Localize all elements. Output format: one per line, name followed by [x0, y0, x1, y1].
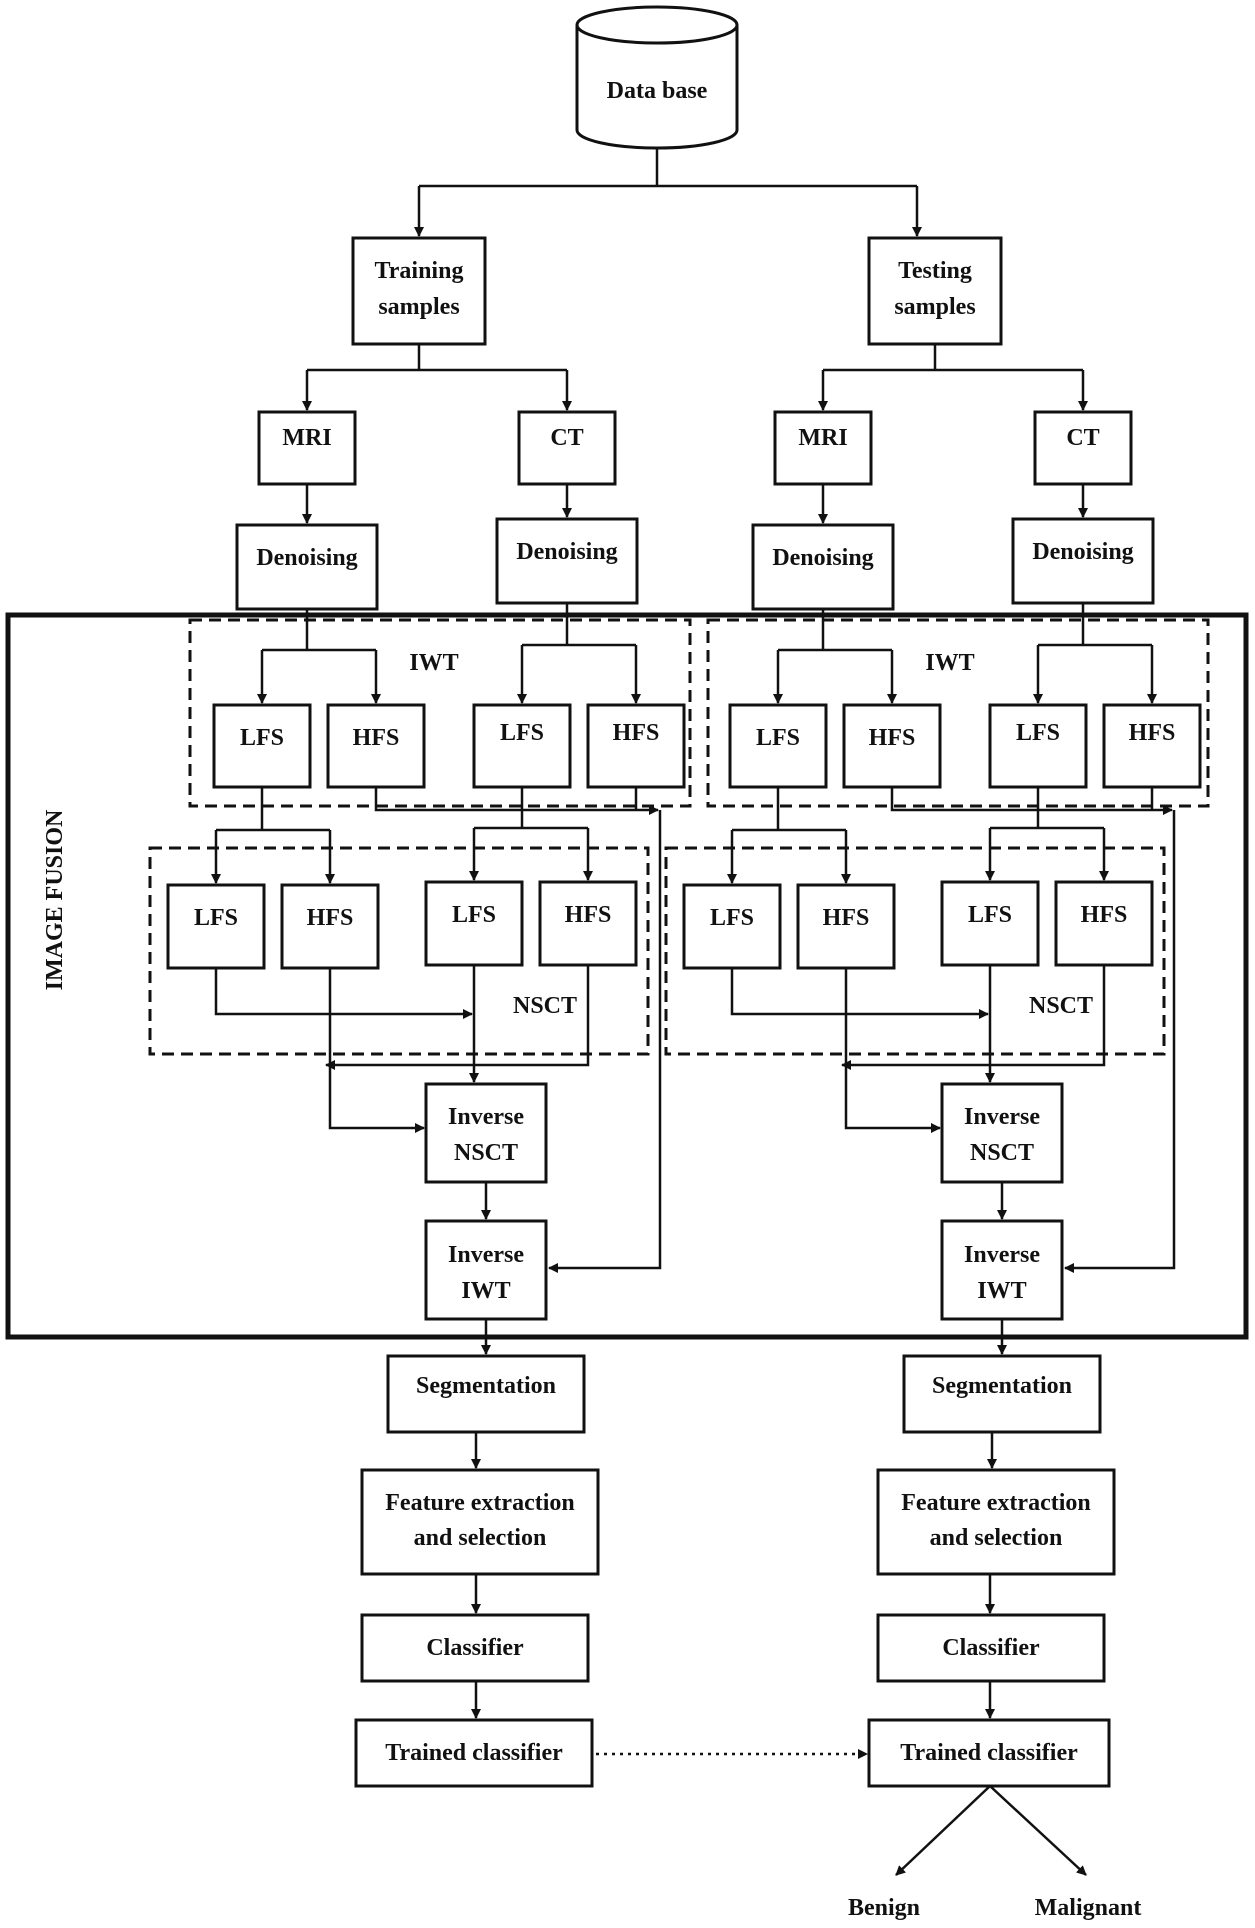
training-iwt-lfs-ct-box [472, 703, 572, 789]
testing-samples-label-2: samples [894, 294, 975, 320]
training-feature-label-1: Feature extraction [385, 1490, 574, 1516]
testing-nsct-lfs-1-label: LFS [710, 905, 754, 931]
testing-mri-box [773, 410, 873, 486]
testing-trained-classifier-box [867, 1718, 1111, 1788]
training-inverse-iwt-box [424, 1219, 548, 1321]
malignant-label: Malignant [1035, 1895, 1142, 1921]
testing-iwt-lfs-ct-box [988, 703, 1088, 789]
training-trained-classifier-label: Trained classifier [385, 1740, 563, 1766]
testing-nsct-hfs-2-box [1054, 880, 1154, 967]
testing-mri-label: MRI [798, 425, 847, 451]
training-nsct-lfs-1-label: LFS [194, 905, 238, 931]
testing-iwt-lfs-mri-box [728, 703, 828, 789]
testing-iwt-hfs-ct-box [1102, 703, 1202, 789]
training-iwt-hfs-ct-box [586, 703, 686, 789]
training-feature-label-2: and selection [414, 1525, 547, 1551]
testing-pipeline: Testing samples MRI CT Denoising Denoisi… [664, 236, 1210, 1921]
training-mri-label: MRI [282, 425, 331, 451]
testing-segmentation-label: Segmentation [932, 1373, 1072, 1399]
training-samples-label-1: Training [375, 258, 464, 284]
training-iwt-lfs-mri-label: LFS [240, 725, 284, 751]
testing-nsct-hfs-1-label: HFS [823, 905, 870, 931]
training-nsct-hfs-2-box [538, 880, 638, 967]
training-denoising-ct-box [495, 517, 639, 605]
testing-denoising-ct-label: Denoising [1032, 539, 1133, 565]
training-denoising-mri-label: Denoising [256, 545, 357, 571]
training-classifier-label: Classifier [426, 1635, 524, 1661]
testing-iwt-hfs-mri-box [842, 703, 942, 789]
testing-feature-label-1: Feature extraction [901, 1490, 1090, 1516]
training-nsct-region [148, 846, 650, 1056]
testing-feature-box [876, 1468, 1116, 1576]
testing-nsct-lfs-2-label: LFS [968, 902, 1012, 928]
testing-samples-label-1: Testing [898, 258, 972, 284]
testing-inverse-nsct-box [940, 1082, 1064, 1184]
image-fusion-label: IMAGE FUSION [42, 809, 68, 990]
testing-nsct-region [664, 846, 1166, 1056]
testing-iwt-hfs-mri-label: HFS [869, 725, 916, 751]
testing-inverse-iwt-label-2: IWT [977, 1278, 1026, 1304]
testing-iwt-hfs-ct-label: HFS [1129, 720, 1176, 746]
testing-denoising-mri-label: Denoising [772, 545, 873, 571]
testing-iwt-lfs-ct-label: LFS [1016, 720, 1060, 746]
testing-iwt-label: IWT [925, 650, 974, 676]
testing-ct-label: CT [1066, 425, 1099, 451]
training-nsct-lfs-2-box [424, 880, 524, 967]
testing-inverse-nsct-label-1: Inverse [964, 1104, 1040, 1130]
training-nsct-hfs-1-label: HFS [307, 905, 354, 931]
image-fusion-frame [5, 612, 1249, 1340]
testing-ct-box [1033, 410, 1133, 486]
training-nsct-hfs-1-box [280, 883, 380, 970]
training-iwt-lfs-mri-box [212, 703, 312, 789]
training-iwt-hfs-ct-label: HFS [613, 720, 660, 746]
training-nsct-hfs-2-label: HFS [565, 902, 612, 928]
database-node: Data base [575, 5, 739, 150]
testing-nsct-lfs-1-box [682, 883, 782, 970]
training-ct-box [517, 410, 617, 486]
training-trained-classifier-box [354, 1718, 594, 1788]
training-feature-box [360, 1468, 600, 1576]
training-pipeline: Training samples MRI CT Denoising Denois… [148, 236, 692, 1788]
testing-iwt-region [706, 618, 1210, 808]
training-inverse-nsct-label-1: Inverse [448, 1104, 524, 1130]
database-edges [414, 148, 922, 237]
training-denoising-ct-label: Denoising [516, 539, 617, 565]
benign-label: Benign [848, 1895, 920, 1921]
training-inverse-iwt-label-1: Inverse [448, 1242, 524, 1268]
testing-inverse-iwt-label-1: Inverse [964, 1242, 1040, 1268]
testing-samples-box [867, 236, 1003, 346]
testing-nsct-hfs-2-label: HFS [1081, 902, 1128, 928]
training-nsct-lfs-1-box [166, 883, 266, 970]
training-segmentation-label: Segmentation [416, 1373, 556, 1399]
training-iwt-lfs-ct-label: LFS [500, 720, 544, 746]
testing-nsct-label: NSCT [1029, 993, 1093, 1019]
training-inverse-iwt-label-2: IWT [461, 1278, 510, 1304]
training-segmentation-box [386, 1354, 586, 1434]
testing-denoising-mri-box [751, 523, 895, 611]
testing-inverse-nsct-label-2: NSCT [970, 1140, 1034, 1166]
testing-iwt-lfs-mri-label: LFS [756, 725, 800, 751]
testing-trained-classifier-label: Trained classifier [900, 1740, 1078, 1766]
testing-classifier-label: Classifier [942, 1635, 1040, 1661]
training-iwt-hfs-mri-label: HFS [353, 725, 400, 751]
training-samples-box [351, 236, 487, 346]
training-samples-label-2: samples [378, 294, 459, 320]
testing-feature-label-2: and selection [930, 1525, 1063, 1551]
database-label: Data base [607, 78, 708, 104]
training-iwt-region [188, 618, 692, 808]
training-nsct-label: NSCT [513, 993, 577, 1019]
training-inverse-nsct-box [424, 1082, 548, 1184]
training-inverse-nsct-label-2: NSCT [454, 1140, 518, 1166]
training-ct-label: CT [550, 425, 583, 451]
training-iwt-label: IWT [409, 650, 458, 676]
training-nsct-lfs-2-label: LFS [452, 902, 496, 928]
testing-inverse-iwt-box [940, 1219, 1064, 1321]
testing-denoising-ct-box [1011, 517, 1155, 605]
testing-segmentation-box [902, 1354, 1102, 1434]
